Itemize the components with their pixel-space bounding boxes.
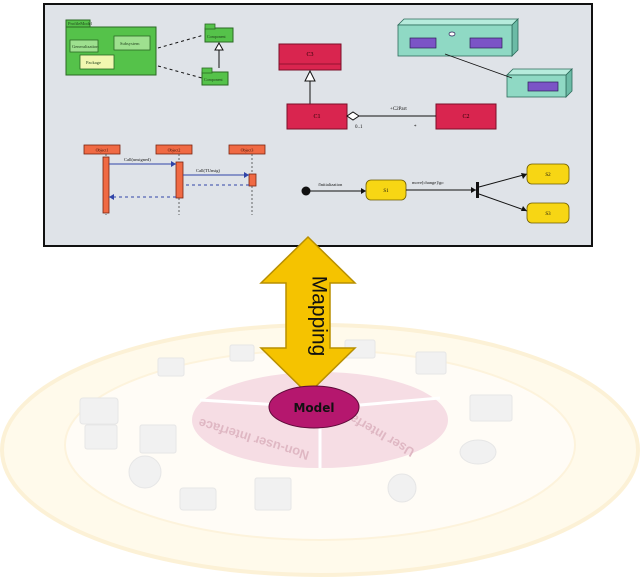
assoc-mult-left: 0..1 <box>355 125 363 130</box>
state-t2 <box>478 173 528 188</box>
printer-icon <box>179 487 217 511</box>
package-title: ProfileModel <box>68 21 93 26</box>
pkg-small1-label: Component <box>207 34 227 39</box>
pkg-small2-tab <box>201 67 213 74</box>
mapping-arrow: Mapping <box>259 235 357 396</box>
document-icon <box>79 397 119 425</box>
dialog-icon <box>415 351 447 375</box>
seq-return2-head <box>109 194 114 200</box>
package-diagram: ProfileModel Generalization Subsystem Pa… <box>65 19 234 86</box>
globe-icon <box>459 439 497 465</box>
form-icon <box>469 394 513 422</box>
wheel: Non-user Interface User Interface <box>0 323 640 577</box>
seq-obj3-label: Object3 <box>241 148 254 153</box>
mapping-label: Mapping <box>307 276 330 357</box>
seq-obj1 <box>83 144 121 155</box>
state-t3-head <box>521 206 527 211</box>
state-initial <box>301 186 311 196</box>
class-c3-label: C3 <box>306 52 313 58</box>
seq-obj2 <box>155 144 193 155</box>
class-c2-label: C2 <box>462 114 469 120</box>
seq-activation1 <box>102 156 110 214</box>
seq-msg2-head <box>244 172 249 178</box>
component-interface <box>448 31 456 37</box>
assoc-mult-right: * <box>414 125 417 130</box>
class-c2 <box>435 103 497 130</box>
model-label: Model <box>293 401 334 415</box>
chart-icon <box>254 477 292 511</box>
pkg-small2-label: Component <box>204 77 224 82</box>
state-s2 <box>526 163 570 185</box>
state-fork-bar <box>476 182 479 198</box>
state-transition-label: move[change]/go <box>412 180 444 185</box>
excel-icon <box>139 424 177 454</box>
state-s2-label: S2 <box>545 173 551 178</box>
wheel-divider-right <box>359 396 441 407</box>
component-part1 <box>409 37 437 49</box>
pkg-dep2 <box>157 65 203 79</box>
pkg-dep1 <box>157 34 205 49</box>
inheritance-head <box>304 69 316 82</box>
seq-msg1-label: Call(unsigned) <box>124 157 151 162</box>
seq-obj3 <box>228 144 266 155</box>
state-s3 <box>526 202 570 224</box>
model-node: Model <box>268 385 360 429</box>
assoc-role: +C2Part <box>390 107 407 112</box>
state-s1-label: S1 <box>383 189 389 194</box>
state-t3 <box>478 193 528 212</box>
class-c1 <box>286 103 348 130</box>
aggregation-diamond <box>346 111 360 121</box>
component-node1-top <box>397 18 519 26</box>
class-c3 <box>278 43 342 71</box>
package-inner2-label: Subsystem <box>120 41 140 46</box>
seq-msg1-head <box>171 161 176 167</box>
pkg-small1-tab <box>204 23 216 30</box>
pkg-small2 <box>201 71 229 86</box>
state-t0-head <box>361 188 366 194</box>
seq-activation3 <box>248 173 257 187</box>
help-icon <box>128 455 162 489</box>
sequence-diagram: Object1 Object2 Object3 Call(unsigned) C… <box>83 144 266 215</box>
spreadsheet-icon <box>84 424 118 450</box>
pkg-generalization-head <box>214 41 224 51</box>
component-link <box>444 53 513 79</box>
package-inner1-label: Generalization <box>72 44 99 49</box>
component-part2 <box>469 37 503 49</box>
class-diagram: C3 C1 C2 +C2Part 0..1 * <box>278 43 497 130</box>
package-inner3 <box>79 54 115 70</box>
state-diagram: /Initialization S1 move[change]/go S2 S3 <box>301 163 570 224</box>
state-t1-head <box>471 187 476 193</box>
seq-msg2-label: Call(TUnsig) <box>196 168 220 173</box>
diagram-panel: ProfileModel Generalization Subsystem Pa… <box>43 3 593 247</box>
music-icon <box>387 473 417 503</box>
package-inner2 <box>113 35 151 51</box>
model-ellipse <box>268 385 360 429</box>
folder-icon <box>157 357 185 377</box>
seq-activation2 <box>175 161 184 199</box>
package-inner3-label: Package <box>86 60 101 65</box>
component-diagram <box>397 18 573 98</box>
class-c1-label: C1 <box>313 114 320 120</box>
state-s3-label: S3 <box>545 212 551 217</box>
state-initial-label: /Initialization <box>318 182 343 187</box>
component-node2-top <box>506 68 573 76</box>
state-t2-head <box>521 173 527 179</box>
seq-obj2-label: Object2 <box>168 148 181 153</box>
package-inner1 <box>69 39 99 53</box>
network-icon <box>229 344 255 362</box>
wheel-icons <box>79 339 513 511</box>
wheel-divider-left <box>199 398 281 407</box>
component-part3 <box>527 81 559 92</box>
component-node1-side <box>511 18 519 57</box>
seq-obj1-label: Object1 <box>96 148 109 153</box>
